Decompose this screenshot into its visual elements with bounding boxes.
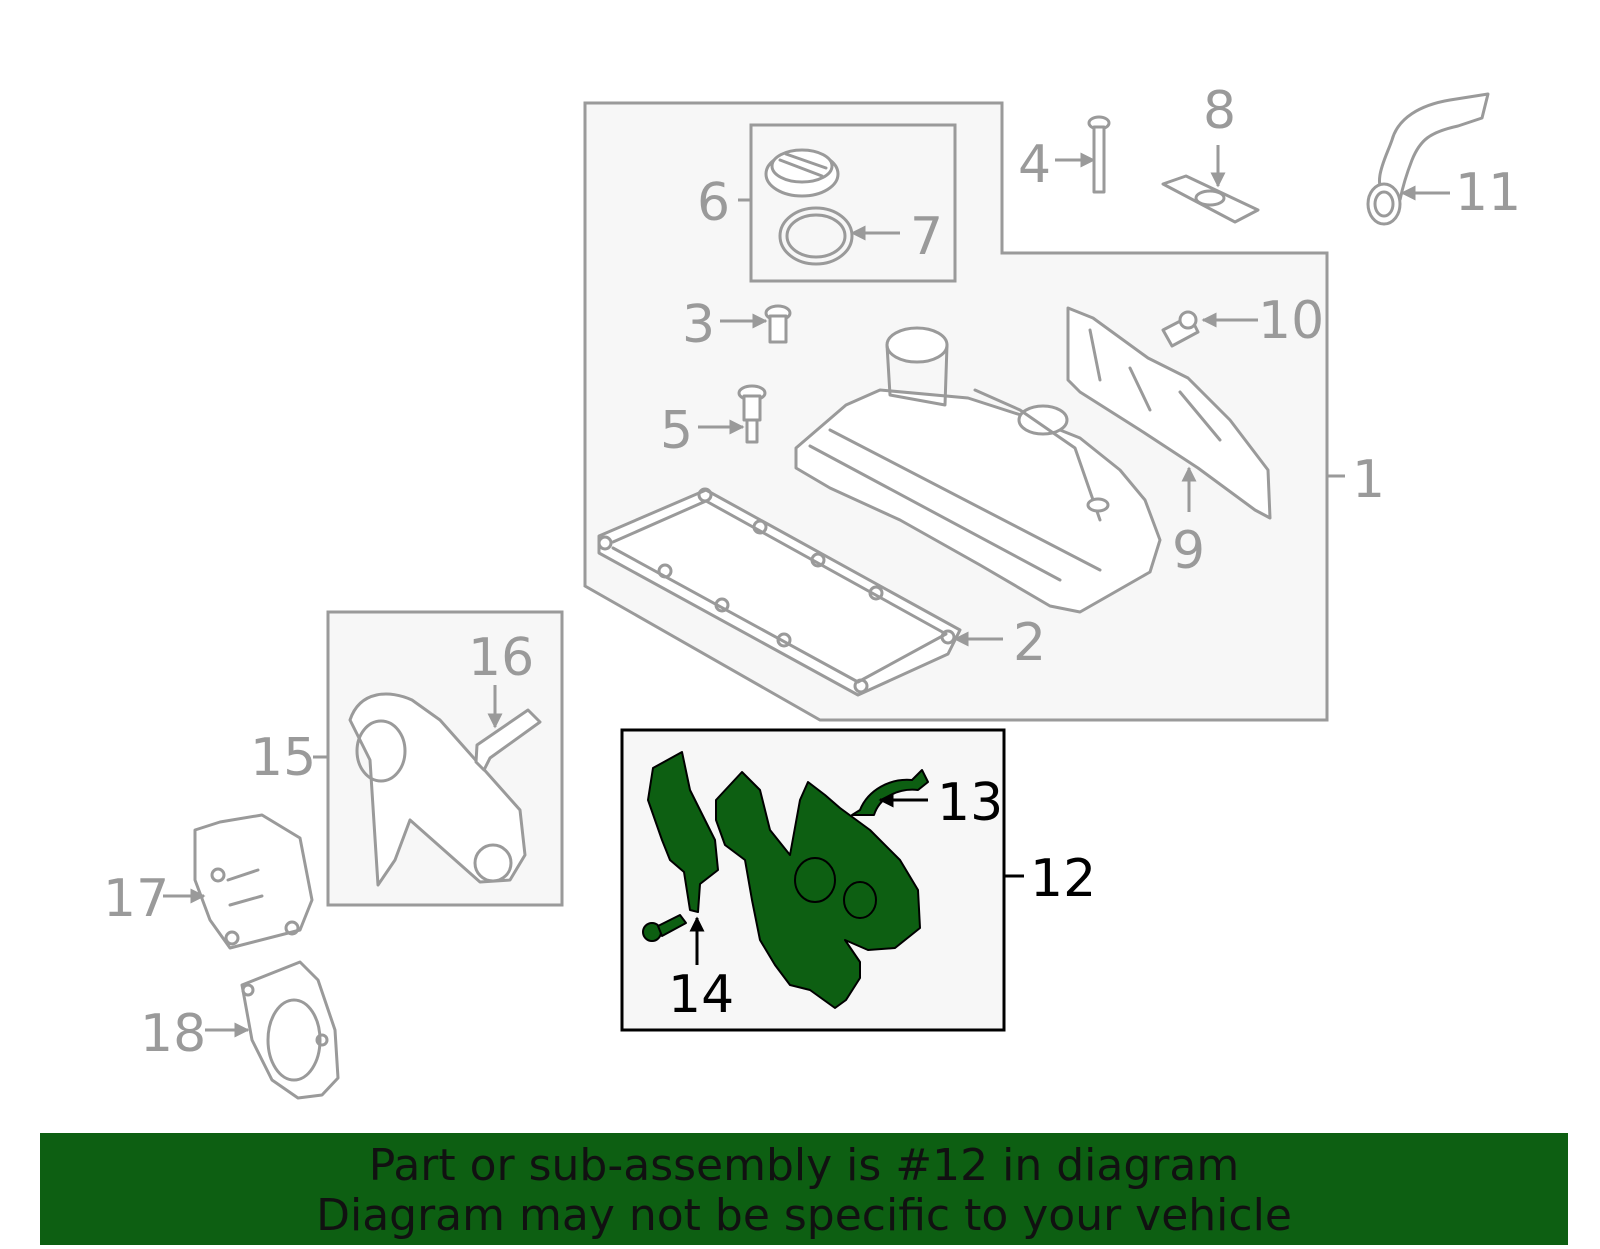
- callout-3: 3: [682, 295, 715, 355]
- callout-15: 15: [250, 728, 316, 788]
- part-6-oil-cap[interactable]: [764, 148, 840, 198]
- banner-background: [40, 1133, 1568, 1245]
- part-2-gasket[interactable]: [597, 487, 962, 697]
- group-box-6-7: [749, 123, 957, 283]
- banner-line-2: Diagram may not be specific to your vehi…: [316, 1190, 1292, 1241]
- part-18-seal-plate[interactable]: [240, 960, 340, 1100]
- callout-11: 11: [1455, 163, 1521, 223]
- callout-8: 8: [1203, 81, 1236, 141]
- callout-17: 17: [103, 869, 169, 929]
- part-1-valve-cover[interactable]: [794, 326, 1162, 614]
- callout-labels: 1 2 3 4 5 6 7 8 9 10 11 12 13 14 15 16 1…: [103, 81, 1521, 1064]
- callout-12: 12: [1030, 849, 1096, 909]
- leader-lines: [163, 145, 1450, 1038]
- part-15-timing-cover[interactable]: [348, 692, 527, 887]
- callout-6: 6: [697, 173, 730, 233]
- callout-13: 13: [937, 773, 1003, 833]
- callout-14: 14: [668, 965, 734, 1025]
- part-9-shield[interactable]: [1066, 306, 1272, 520]
- callout-4: 4: [1018, 135, 1051, 195]
- callout-18: 18: [140, 1004, 206, 1064]
- callout-16: 16: [468, 628, 534, 688]
- part-16-bracket[interactable]: [474, 708, 542, 772]
- callout-7: 7: [910, 207, 943, 267]
- banner-line-1: Part or sub-assembly is #12 in diagram: [368, 1140, 1240, 1191]
- part-11-hose[interactable]: [1366, 92, 1490, 226]
- part-10-sensor[interactable]: [1161, 310, 1200, 348]
- part-4-bolt[interactable]: [1087, 115, 1111, 194]
- part-5-stud[interactable]: [737, 384, 767, 444]
- callout-5: 5: [660, 401, 693, 461]
- part-17-rear-cover[interactable]: [193, 813, 314, 950]
- callout-9: 9: [1172, 521, 1205, 581]
- callout-1: 1: [1352, 450, 1385, 510]
- part-12-timing-cover-highlighted[interactable]: [647, 751, 921, 1009]
- callout-2: 2: [1013, 613, 1046, 673]
- callout-10: 10: [1258, 291, 1324, 351]
- part-14-bolt-highlighted[interactable]: [642, 914, 687, 942]
- part-3-bolt[interactable]: [764, 304, 792, 344]
- info-banner: Part or sub-assembly is #12 in diagram D…: [40, 1133, 1568, 1245]
- part-8-plate[interactable]: [1161, 174, 1260, 224]
